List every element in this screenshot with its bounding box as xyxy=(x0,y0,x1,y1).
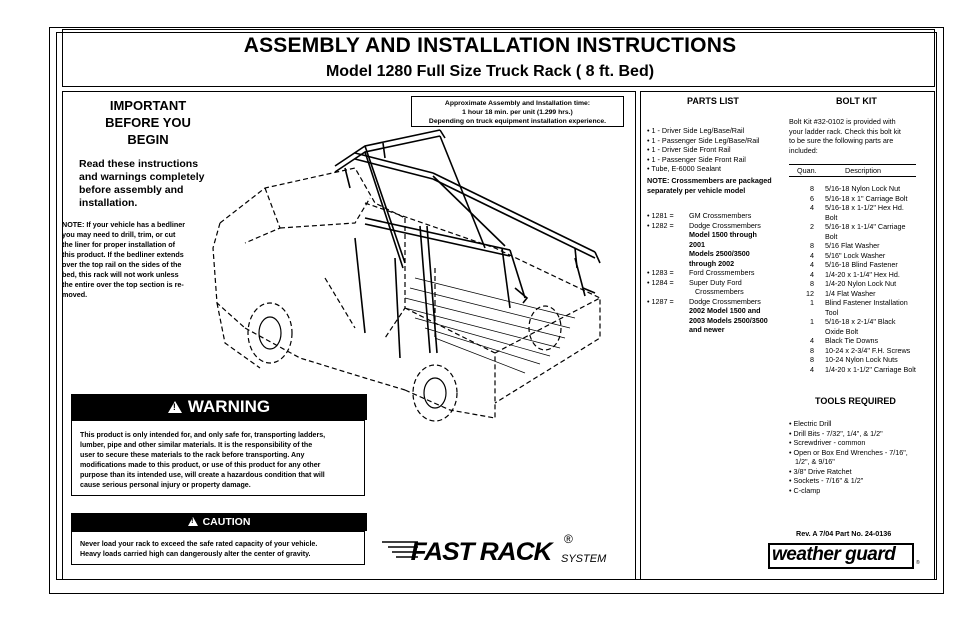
fast-rack-registered: ® xyxy=(564,532,573,546)
list-item: 1/2", & 9/16" xyxy=(789,457,835,466)
ladder-rack xyxy=(334,129,601,359)
left-panel xyxy=(62,91,636,580)
truck-rack-illustration xyxy=(212,129,601,422)
list-item: • 3/8" Drive Ratchet xyxy=(789,466,852,476)
list-item: • 1 - Driver Side Front Rail xyxy=(647,145,731,154)
list-item: • 1284 =Super Duty Ford Crossmembers xyxy=(647,277,744,297)
list-item: • Electric Drill xyxy=(789,419,832,428)
list-item: • 1 - Passenger Side Front Rail xyxy=(647,154,746,164)
revision-part-number: Rev. A 7/04 Part No. 24-0136 xyxy=(796,529,892,538)
col-description: Description xyxy=(845,166,881,175)
outer-frame xyxy=(49,27,944,594)
truck-outline xyxy=(212,167,601,419)
tools-required-title: TOOLS REQUIRED xyxy=(815,396,896,406)
list-item: • Drill Bits - 7/32", 1/4", & 1/2" xyxy=(789,428,883,438)
col-quan: Quan. xyxy=(797,166,817,175)
list-item: • 1 - Driver Side Leg/Base/Rail xyxy=(647,126,745,135)
weather-guard-registered: ® xyxy=(916,560,920,566)
list-item: • Open or Box End Wrenches - 7/16", xyxy=(789,447,908,457)
parts-list-title: PARTS LIST xyxy=(687,96,739,106)
title-box xyxy=(62,29,935,87)
list-item: • C-clamp xyxy=(789,485,821,495)
fast-rack-logo: FAST RACK xyxy=(410,538,553,566)
right-panel xyxy=(640,91,935,580)
warning-banner: WARNING xyxy=(71,394,367,420)
list-item: • Sockets - 7/16" & 1/2" xyxy=(789,476,864,485)
list-item: • 1281 =GM Crossmembers xyxy=(647,211,752,220)
crossmember-note: NOTE: Crossmembers are packaged separate… xyxy=(647,176,772,195)
caution-icon xyxy=(187,517,198,526)
important-heading: IMPORTANT BEFORE YOU BEGIN xyxy=(105,98,191,147)
assembly-time-box: Approximate Assembly and Installation ti… xyxy=(411,96,624,127)
fast-rack-system: SYSTEM xyxy=(561,553,607,565)
list-item: • 1 - Passenger Side Leg/Base/Rail xyxy=(647,135,760,145)
weather-guard-logo: weather guard xyxy=(772,544,896,565)
crossmember-list: • 1281 =GM Crossmembers • 1282 =Dodge Cr… xyxy=(647,211,787,335)
caution-banner: CAUTION xyxy=(71,513,367,531)
wheels xyxy=(247,302,562,422)
bolt-kit-table-header: Quan. Description xyxy=(789,164,916,177)
bolt-kit-title: BOLT KIT xyxy=(836,96,877,106)
bolt-kit-intro: Bolt Kit #32-0102 is provided with your … xyxy=(789,117,901,155)
caution-text: Never load your rack to exceed the safe … xyxy=(71,531,365,565)
list-item: • Screwdriver - common xyxy=(789,438,866,447)
page-subtitle: Model 1280 Full Size Truck Rack ( 8 ft. … xyxy=(325,63,655,80)
page-title: ASSEMBLY AND INSTALLATION INSTRUCTIONS xyxy=(243,34,737,57)
warning-text: This product is only intended for, and o… xyxy=(71,420,365,496)
read-instructions: Read these instructions and warnings com… xyxy=(79,158,205,209)
bedliner-note: NOTE: If your vehicle has a bedliner you… xyxy=(62,220,186,299)
warning-icon xyxy=(167,401,182,413)
list-item: • Tube, E-6000 Sealant xyxy=(647,164,722,173)
list-item: • 1283 =Ford Crossmembers xyxy=(647,268,755,277)
parts-list: • 1 - Driver Side Leg/Base/Rail • 1 - Pa… xyxy=(647,126,787,174)
tools-list: • Electric Drill • Drill Bits - 7/32", 1… xyxy=(789,419,929,495)
bed-floor xyxy=(404,277,576,374)
fast-rack-speed-lines xyxy=(382,541,418,558)
weather-guard-logo-box xyxy=(768,543,914,569)
